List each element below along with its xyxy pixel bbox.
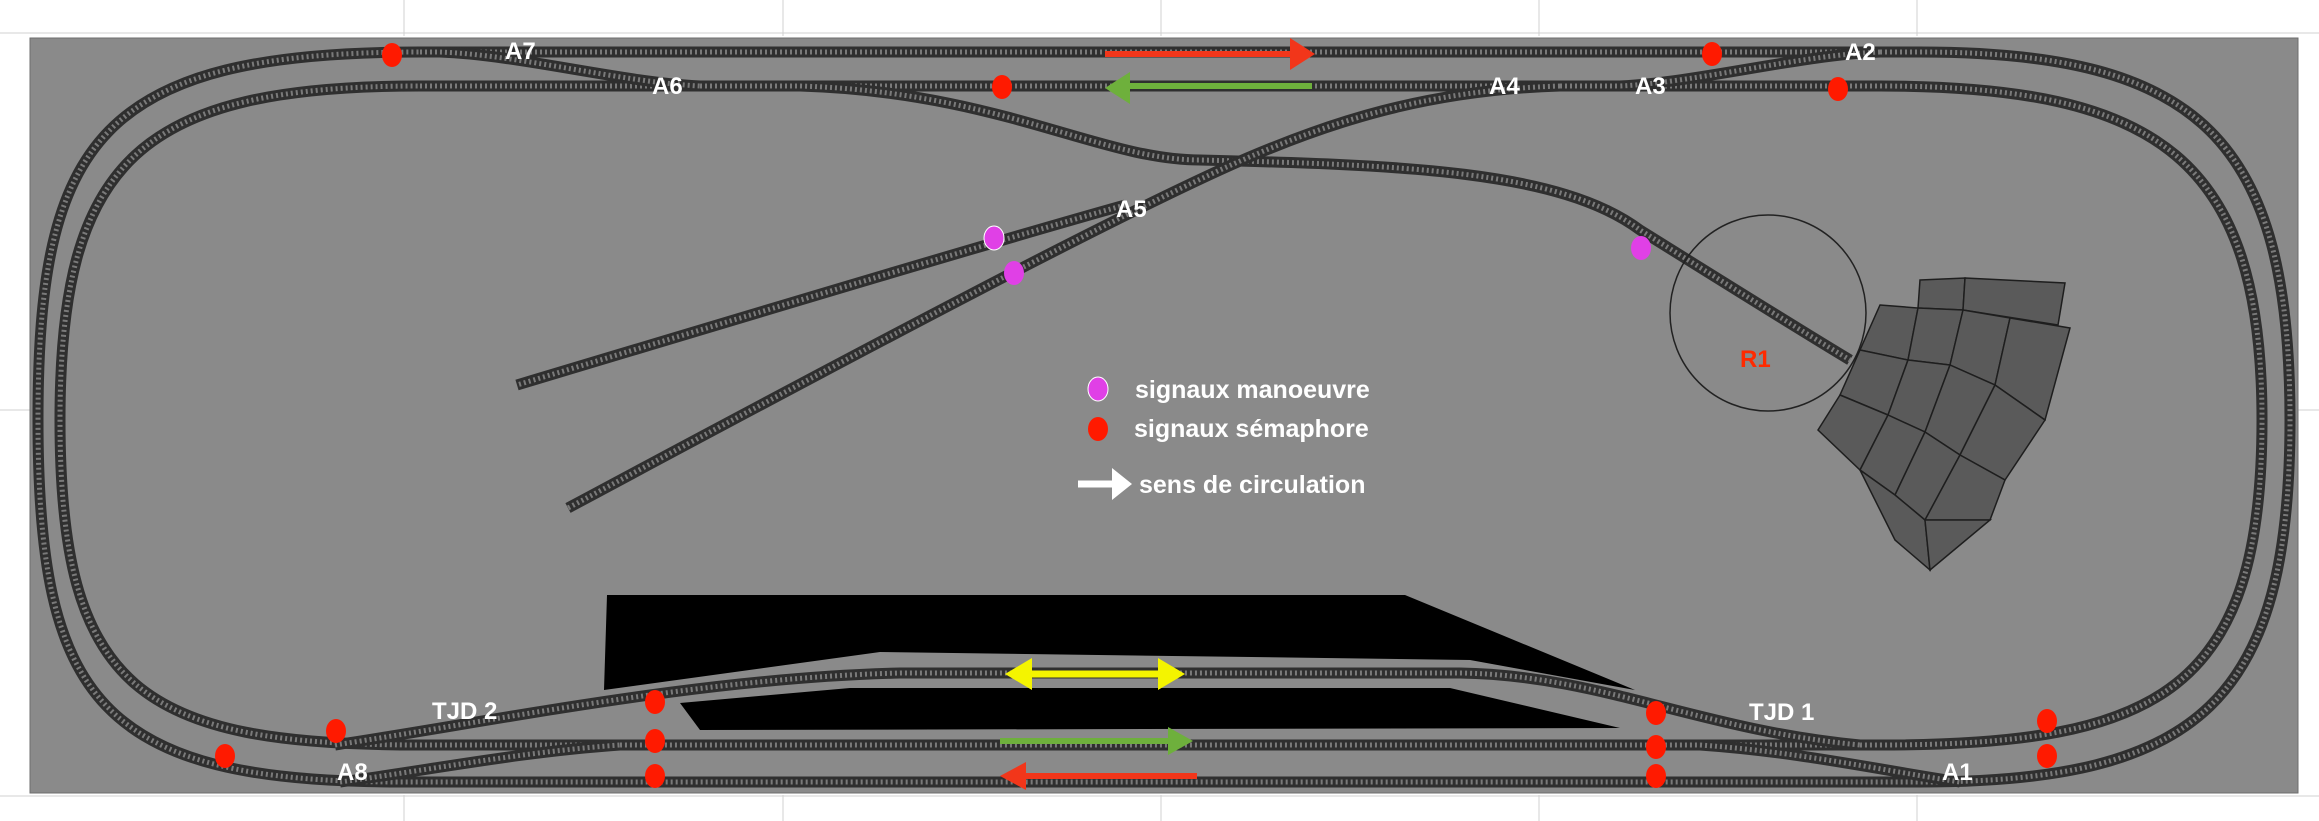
signal-semaphore [382,43,402,67]
legend-semaphore-label: signaux sémaphore [1134,415,1369,443]
label-a7: A7 [505,38,536,65]
legend-circulation-label: sens de circulation [1139,471,1365,499]
signal-semaphore [1646,701,1666,725]
track-labels: A7 A6 A2 A4 A3 A5 TJD 2 A8 TJD 1 A1 R1 [337,38,1973,786]
legend-semaphore-icon [1088,417,1108,441]
roundhouse [1817,277,2071,572]
track-crossover-a2-a3 [1619,46,1881,92]
track-tjd1-crossover [1699,739,1961,788]
signal-semaphore [326,719,346,743]
track-crossover-a7-a6 [439,46,701,92]
legend-manoeuvre-label: signaux manoeuvre [1135,376,1370,404]
track-to-turntable [799,80,1853,365]
legend-direction-icon [1078,468,1132,500]
station-platforms [604,595,1635,730]
label-a4: A4 [1489,73,1520,100]
platform-lower [680,688,1620,730]
label-a6: A6 [652,73,683,100]
signal-semaphore [645,729,665,753]
signal-manoeuvre [1004,261,1024,285]
signal-manoeuvre [1631,236,1651,260]
arrow-green-top [1105,72,1312,104]
arrow-green-bottom [1000,727,1193,755]
track-diagonal-a4-a5 [565,80,1561,513]
track-outer-loop [32,46,2296,788]
label-tjd1: TJD 1 [1749,699,1814,726]
track-inner-loop [54,80,2268,751]
signal-semaphore [1646,735,1666,759]
signal-semaphore [1702,42,1722,66]
track-tjd2-crossover [339,739,621,788]
arrow-red-bottom [1000,762,1197,790]
label-tjd2: TJD 2 [432,698,497,725]
signal-semaphore [2037,744,2057,768]
platform-upper [604,595,1635,690]
arrow-red-top [1105,38,1315,70]
signal-semaphore [992,75,1012,99]
signal-semaphore [645,764,665,788]
arrow-yellow-double [1005,658,1185,690]
legend-manoeuvre-icon [1087,376,1109,402]
signal-semaphore [215,744,235,768]
direction-arrows [1000,38,1315,790]
signal-semaphore [2037,709,2057,733]
signals-semaphore [215,42,2057,788]
legend: signaux manoeuvre signaux sémaphore sens… [1078,376,1370,500]
label-a8: A8 [337,759,368,786]
signal-semaphore [1828,77,1848,101]
signal-semaphore [645,690,665,714]
track-siding-a5 [515,199,1127,391]
turntable-r1 [1669,214,1867,412]
label-a2: A2 [1845,39,1876,66]
track-station-upper [334,667,1861,751]
tracks [32,46,2296,788]
label-a3: A3 [1635,73,1666,100]
signals-manoeuvre [983,225,1651,285]
label-r1: R1 [1740,346,1771,373]
label-a5: A5 [1116,196,1147,223]
signal-semaphore [1646,764,1666,788]
signal-manoeuvre [983,225,1005,251]
label-a1: A1 [1942,759,1973,786]
